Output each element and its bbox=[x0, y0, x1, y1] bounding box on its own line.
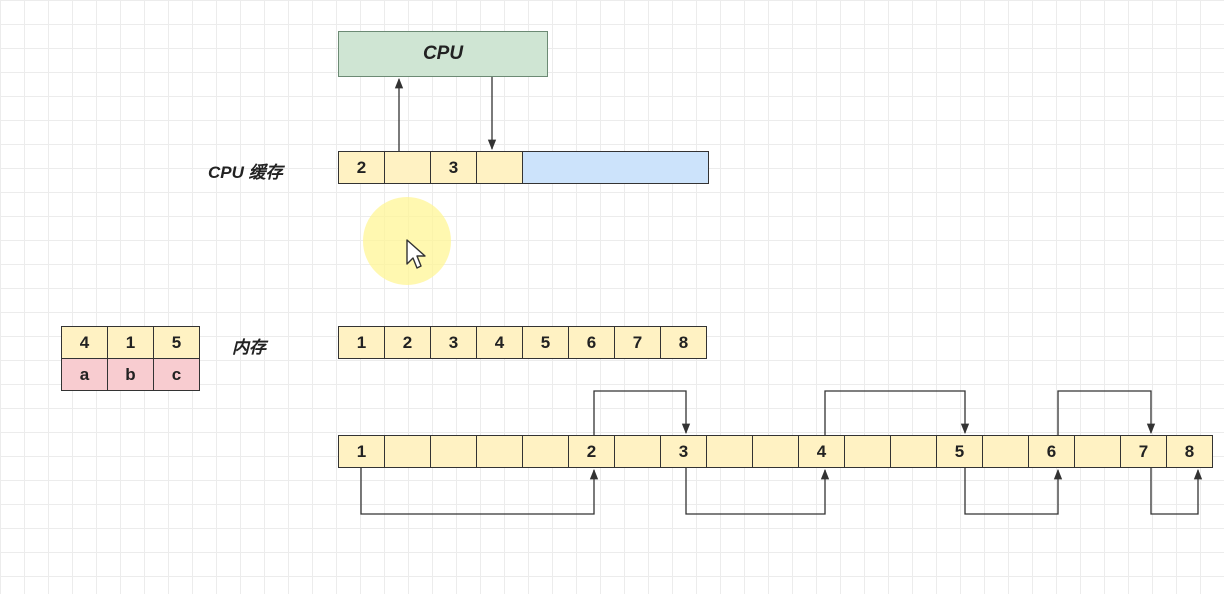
scattered-memory-cell: 3 bbox=[660, 435, 707, 468]
memory-cell: 5 bbox=[522, 326, 569, 359]
scattered-memory-cell: 7 bbox=[1120, 435, 1167, 468]
scattered-memory-cell bbox=[522, 435, 569, 468]
mapping-row-top: 4 1 5 bbox=[61, 326, 200, 359]
memory-cell: 8 bbox=[660, 326, 707, 359]
mapping-row-bottom: a b c bbox=[61, 358, 200, 391]
mapping-table: 4 1 5 a b c bbox=[61, 326, 200, 391]
mapping-cell: 4 bbox=[61, 326, 108, 359]
link-3-to-4 bbox=[685, 468, 830, 515]
scattered-memory-cell bbox=[614, 435, 661, 468]
scattered-memory-cell bbox=[844, 435, 891, 468]
scattered-memory-cell bbox=[752, 435, 799, 468]
mapping-cell: 5 bbox=[153, 326, 200, 359]
scattered-memory-cell bbox=[384, 435, 431, 468]
link-6-to-7 bbox=[1057, 390, 1156, 435]
memory-cell: 7 bbox=[614, 326, 661, 359]
memory-cell: 1 bbox=[338, 326, 385, 359]
scattered-memory-cell: 1 bbox=[338, 435, 385, 468]
mouse-pointer-icon bbox=[406, 239, 426, 269]
cache-row: 2 3 bbox=[338, 151, 709, 184]
memory-cell: 6 bbox=[568, 326, 615, 359]
mapping-cell: 1 bbox=[107, 326, 154, 359]
link-1-to-2 bbox=[360, 468, 599, 515]
scattered-memory-cell: 6 bbox=[1028, 435, 1075, 468]
scattered-memory-cell: 2 bbox=[568, 435, 615, 468]
memory-cell: 4 bbox=[476, 326, 523, 359]
cache-cell bbox=[384, 151, 431, 184]
scattered-memory-cell: 8 bbox=[1166, 435, 1213, 468]
link-2-to-3 bbox=[593, 390, 691, 435]
link-5-to-6 bbox=[964, 468, 1063, 515]
link-7-to-8 bbox=[1150, 468, 1203, 515]
mapping-cell: c bbox=[153, 358, 200, 391]
scattered-memory-cell: 5 bbox=[936, 435, 983, 468]
link-4-to-5 bbox=[824, 390, 970, 435]
memory-label: 内存 bbox=[232, 338, 266, 357]
cache-free-space bbox=[522, 151, 709, 184]
cpu-label: CPU bbox=[422, 43, 464, 64]
memory-row: 1 2 3 4 5 6 7 8 bbox=[338, 326, 707, 359]
cpu-box: CPU bbox=[338, 31, 548, 77]
cache-label: CPU 缓存 bbox=[208, 163, 283, 182]
scattered-memory-cell bbox=[430, 435, 477, 468]
scattered-memory-cell bbox=[982, 435, 1029, 468]
mapping-cell: b bbox=[107, 358, 154, 391]
